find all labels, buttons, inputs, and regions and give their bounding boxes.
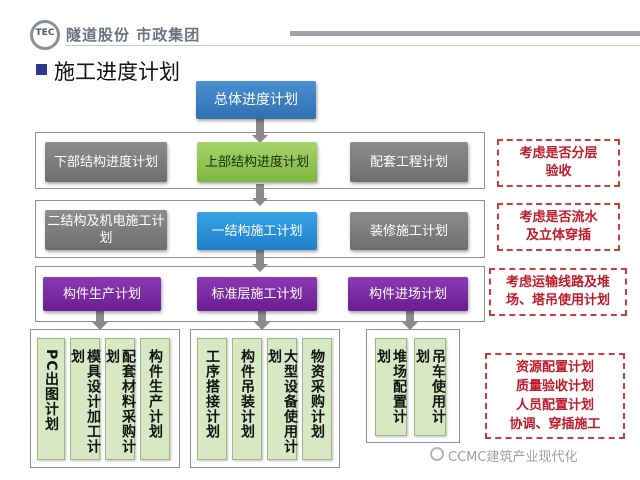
note-line: 场、塔吊使用计划 [505, 293, 610, 308]
note-line: 及立体穿插 [525, 228, 591, 243]
group2-item: 工序搭接计划 [197, 338, 227, 460]
note-line: 考虑运输线路及堆 [505, 275, 610, 290]
note-transport-crane: 考虑运输线路及堆场、塔吊使用计划 [489, 268, 627, 316]
group1-item: 配套材料采购计划 [104, 338, 136, 460]
title-bullet-icon [36, 64, 47, 75]
group3-item-label: 吊车使用计划 [414, 349, 446, 424]
header-divider [290, 31, 640, 36]
group2-item-label: 工序搭接计划 [204, 349, 220, 439]
note-line: 人员配置计划 [515, 398, 594, 413]
company-logo-icon [30, 20, 60, 50]
note-line: 验收 [545, 164, 572, 179]
note-flow-crossing: 考虑是否流水及立体穿插 [497, 203, 620, 251]
decoration-box: 装修施工计划 [350, 212, 468, 250]
group1-item-label: PC出图计划 [43, 349, 59, 432]
ancillary-works-box: 配套工程计划 [350, 142, 468, 182]
group2-item: 构件吊装计划 [232, 338, 262, 460]
group1-item: 模具设计加工计划 [69, 338, 101, 460]
note-line: 协调、穿插施工 [509, 417, 601, 432]
group2-item-label: 物资采购计划 [309, 349, 325, 439]
note-line: 质量验收计划 [515, 379, 594, 394]
wechat-icon [430, 447, 444, 461]
group3-item: 吊车使用计划 [414, 338, 446, 436]
superstructure-schedule-box: 上部结构进度计划 [197, 142, 317, 182]
component-production-box: 构件生产计划 [43, 277, 161, 311]
component-entry-box: 构件进场计划 [348, 277, 468, 311]
group1-item-label: 配套材料采购计划 [104, 349, 136, 454]
note-layered-acceptance: 考虑是否分层验收 [497, 139, 620, 187]
header-underline [66, 45, 640, 46]
logo-text: TEC [35, 28, 55, 38]
group3-item: 堆场配置计划 [375, 338, 407, 436]
group1-item-label: 构件生产计划 [147, 349, 163, 439]
note-line: 资源配置计划 [515, 360, 594, 375]
watermark: CCMC建筑产业现代化 [448, 450, 578, 465]
group2-item: 物资采购计划 [302, 338, 332, 460]
group2-item-label: 大型设备使用计划 [266, 349, 298, 454]
group2-item-label: 构件吊装计划 [239, 349, 255, 439]
group3-item-label: 堆场配置计划 [375, 349, 407, 424]
note-line: 考虑是否分层 [519, 146, 598, 161]
secondary-mep-box: 二结构及机电施工计划 [45, 210, 167, 250]
standard-floor-box: 标准层施工计划 [197, 277, 317, 311]
group1-item: 构件生产计划 [140, 338, 170, 460]
substructure-schedule-box: 下部结构进度计划 [45, 142, 167, 182]
primary-structure-box: 一结构施工计划 [197, 212, 317, 250]
note-line: 考虑是否流水 [519, 210, 598, 225]
group1-item: PC出图计划 [37, 338, 65, 460]
group2-item: 大型设备使用计划 [266, 338, 298, 460]
page-title: 施工进度计划 [54, 60, 180, 84]
note-resource-plans: 资源配置计划 质量验收计划 人员配置计划 协调、穿插施工 [485, 353, 625, 439]
group1-item-label: 模具设计加工计划 [69, 349, 101, 454]
company-name: 隧道股份 市政集团 [66, 26, 201, 44]
overall-schedule-box: 总体进度计划 [196, 81, 316, 119]
